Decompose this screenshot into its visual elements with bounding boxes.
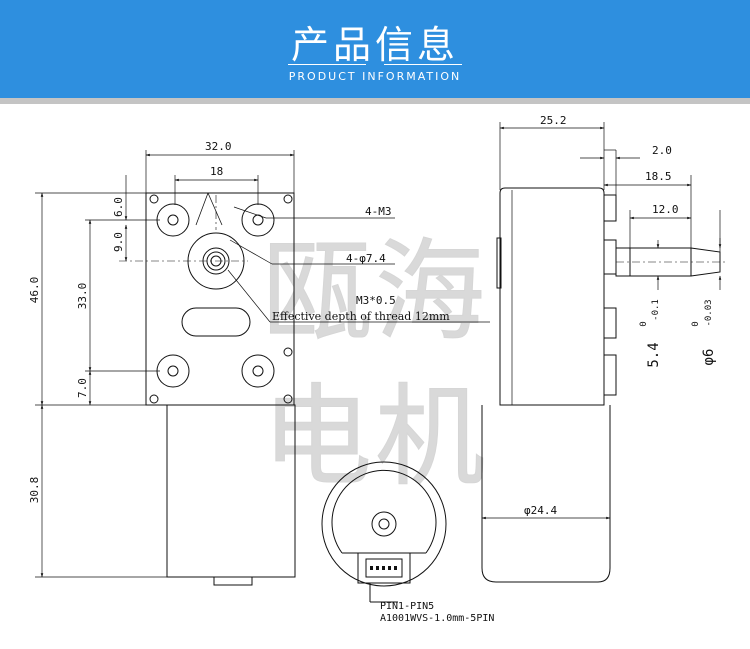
connector-pins xyxy=(370,566,397,570)
dim-flange-depth: 2.0 xyxy=(652,144,672,157)
side-dimensions xyxy=(481,122,722,520)
dim-front-width: 32.0 xyxy=(205,140,232,153)
motor-end-cap xyxy=(213,576,253,586)
label-thread-depth: Effective depth of thread 12mm xyxy=(272,310,450,323)
pin-4 xyxy=(388,566,391,570)
shaft-tol-lower: -0.03 xyxy=(704,299,714,326)
side-dimension-labels: 25.2 2.0 18.5 12.0 0 -0.1 5.4 0 -0.03 φ6… xyxy=(524,114,717,517)
corner-screw-tr xyxy=(283,194,293,204)
dim-top-offset: 6.0 xyxy=(112,197,125,217)
boss-tl xyxy=(156,203,190,237)
hole-bl xyxy=(167,365,179,377)
front-dimension-labels: 32.0 18 6.0 9.0 46.0 33.0 7.0 30.8 4-M3 … xyxy=(28,140,450,503)
boss-bl xyxy=(156,354,190,388)
side-screw xyxy=(283,347,293,357)
page-title: 产品信息 xyxy=(290,23,459,67)
watermark-char-3: 电 xyxy=(262,373,372,501)
label-mount-screws: 4-M3 xyxy=(365,205,392,218)
watermark-char-2: 海 xyxy=(375,228,485,356)
hole-br xyxy=(252,365,264,377)
dim-motor-length: 30.8 xyxy=(28,477,41,504)
pin-3 xyxy=(382,566,385,570)
dim-motor-dia: φ24.4 xyxy=(524,504,557,517)
watermark-char-4: 机 xyxy=(375,373,485,501)
end-bearing xyxy=(371,511,397,537)
connector-socket xyxy=(365,558,403,578)
title-underline-left xyxy=(288,64,366,65)
flat-tol-lower: -0.1 xyxy=(651,299,661,321)
housing-edge-line xyxy=(207,192,223,226)
hole-tl xyxy=(167,214,179,226)
dim-shaft-total: 18.5 xyxy=(645,170,672,183)
title-underline-right xyxy=(384,64,462,65)
watermark: 瓯 海 电 机 xyxy=(262,228,486,502)
connector-housing xyxy=(357,552,411,584)
shaft-tol-upper: 0 xyxy=(691,321,701,326)
dim-hole-spacing-y: 33.0 xyxy=(76,283,89,310)
flange-tab-1 xyxy=(603,194,617,222)
side-view xyxy=(481,187,725,583)
page-subtitle: PRODUCT INFORMATION xyxy=(288,70,462,83)
flange-tab-4 xyxy=(603,354,617,396)
dim-flat-size: 5.4 xyxy=(646,342,662,367)
motor-body-side xyxy=(481,405,611,583)
dim-hole-spacing-x: 18 xyxy=(210,165,223,178)
end-view xyxy=(321,461,447,603)
dim-side-depth: 25.2 xyxy=(540,114,567,127)
front-dimensions xyxy=(35,150,490,578)
corner-screw-bl xyxy=(149,394,159,404)
connector-pins-label: PIN1-PIN5 xyxy=(380,601,434,612)
leader-m3 xyxy=(233,206,267,219)
label-bosses: 4-φ7.4 xyxy=(346,252,386,265)
corner-screw-br xyxy=(283,394,293,404)
header-divider-strip xyxy=(0,98,750,104)
pin-5 xyxy=(394,566,397,570)
front-slot xyxy=(181,307,251,337)
connector-model-label: A1001WVS-1.0mm-5PIN xyxy=(380,613,494,624)
dim-bottom-offset: 7.0 xyxy=(76,378,89,398)
pin-2 xyxy=(376,566,379,570)
flange-tab-2 xyxy=(603,239,617,275)
housing-edge-line-2 xyxy=(195,192,209,226)
end-view-labels: PIN1-PIN5 A1001WVS-1.0mm-5PIN xyxy=(380,601,494,624)
label-shaft-thread: M3*0.5 xyxy=(356,294,396,307)
technical-drawing: 瓯 海 电 机 xyxy=(28,114,725,624)
gearbox-side-outline xyxy=(499,187,605,406)
boss-br xyxy=(241,354,275,388)
side-rib xyxy=(496,237,502,289)
pin-1 xyxy=(370,566,373,570)
leader-boss xyxy=(229,239,273,265)
end-shaft xyxy=(378,518,390,530)
corner-screw-tl xyxy=(149,194,159,204)
watermark-char-1: 瓯 xyxy=(262,228,372,356)
end-outer-circle xyxy=(321,461,447,587)
flange-tab-3 xyxy=(603,307,617,339)
dim-shaft-offset: 9.0 xyxy=(112,232,125,252)
header-banner xyxy=(0,0,750,104)
dim-shaft-dia: φ6 xyxy=(701,349,717,366)
dim-total-height: 46.0 xyxy=(28,277,41,304)
flat-tol-upper: 0 xyxy=(639,321,649,326)
leader-thread xyxy=(227,269,271,323)
end-inner-arc xyxy=(331,469,437,554)
dim-shaft-flat: 12.0 xyxy=(652,203,679,216)
boss-tr xyxy=(241,203,275,237)
